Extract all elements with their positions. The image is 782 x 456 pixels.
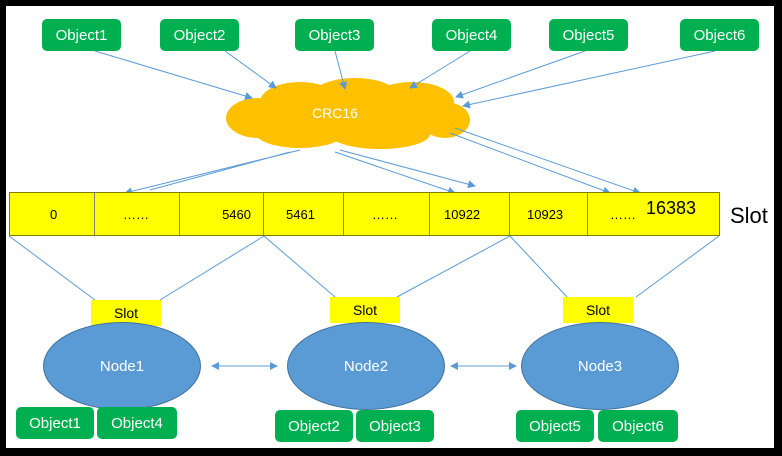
slot-cell: …… <box>610 206 636 222</box>
arrow-object6-crc <box>462 50 716 109</box>
slot-cell: …… <box>95 193 180 235</box>
node3: Node3 <box>521 322 679 410</box>
slot-cell: 10922 <box>430 193 510 235</box>
node3-object5: Object5 <box>516 410 594 442</box>
object4-top: Object4 <box>432 19 511 51</box>
slot-cell: 5461 <box>264 193 344 235</box>
slot-cell: 10923 <box>510 193 588 235</box>
object3-top: Object3 <box>295 19 374 51</box>
slot-axis-label: Slot <box>730 203 768 228</box>
slot-bar: 0 …… 5460 5461 …… 10922 10923 …… 16383 <box>9 192 720 236</box>
range-node1-right <box>159 235 265 301</box>
range-node2-left <box>263 235 336 298</box>
node1: Node1 <box>43 322 201 410</box>
node3-slot-tag: Slot <box>563 297 633 323</box>
object5-top: Object5 <box>549 19 628 51</box>
arrow-crc-slot-mid-b <box>339 149 476 189</box>
slot-cell: …… <box>344 193 430 235</box>
slot-cell-max: 16383 <box>646 197 697 218</box>
arrow-crc-slot-mid <box>334 151 456 195</box>
arrow-object3-crc <box>334 50 348 90</box>
node2-object2: Object2 <box>275 410 353 442</box>
object1-top: Object1 <box>42 19 121 51</box>
object2-top: Object2 <box>160 19 239 51</box>
slot-cell: 0 <box>10 193 95 235</box>
object6-top: Object6 <box>680 19 759 51</box>
node1-object1: Object1 <box>16 407 94 439</box>
slot-cell: 5460 <box>180 193 264 235</box>
node2: Node2 <box>287 322 445 410</box>
range-node2-right <box>396 235 511 298</box>
node3-object6: Object6 <box>598 410 678 442</box>
arrow-crc-slot-high <box>449 132 611 195</box>
arrow-object2-crc <box>224 50 277 89</box>
arrow-crc-slot-low-b <box>149 151 291 191</box>
range-node3-right <box>635 235 720 298</box>
arrow-object1-crc <box>94 50 253 100</box>
node1-slot-tag: Slot <box>91 300 161 326</box>
node2-object3: Object3 <box>356 410 434 442</box>
arrow-object4-crc <box>409 50 471 89</box>
arrow-object5-crc <box>455 50 586 99</box>
crc16-label: CRC16 <box>312 105 358 121</box>
arrow-crc-slot-high-b <box>454 127 641 195</box>
node2-slot-tag: Slot <box>330 297 400 323</box>
range-node1-left <box>8 235 96 301</box>
range-node3-left <box>509 235 568 298</box>
node1-object4: Object4 <box>97 407 177 439</box>
